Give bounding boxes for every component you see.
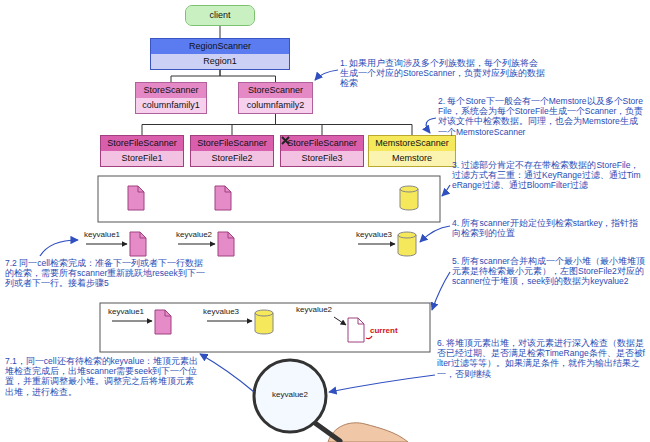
connector (171, 70, 220, 82)
connector (142, 114, 276, 135)
pointer-arrow (86, 244, 395, 245)
keyvalue-label: keyvalue1 (84, 230, 120, 240)
memstore-cylinder (400, 186, 418, 210)
box-heading: RegionScanner (151, 39, 289, 54)
illustration-part (138, 186, 144, 192)
illustration-part (334, 317, 346, 325)
keyvalue-label: keyvalue2 (296, 305, 332, 315)
storefile-scanner-box: StoreFileScannerStoreFile2 (190, 135, 274, 167)
filter-frame (98, 176, 440, 222)
illustration-part (329, 375, 435, 392)
step-note: 4. 所有scanner开始定位到检索startkey，指针指向检索到的位置 (452, 218, 642, 238)
illustration-part (228, 232, 234, 238)
current-mark (366, 336, 372, 339)
step-note: 5. 所有scanner合并构成一个最小堆（最小堆堆顶元素是待检索最小元素），左… (452, 256, 645, 287)
illustration-part (432, 272, 450, 310)
step-note: 1. 如果用户查询涉及多个列族数据，每个列族将会生成一个对应的StoreScan… (340, 58, 545, 89)
keyvalue-label: keyvalue2 (176, 230, 212, 240)
illustration-part (155, 310, 171, 334)
heap-frame (100, 303, 430, 352)
excluded-mark (282, 137, 289, 144)
illustration-part (128, 186, 144, 210)
box-heading: StoreFileScanner (191, 136, 273, 151)
file-icon (128, 186, 231, 210)
illustration-part (426, 118, 436, 133)
illustration-part (200, 354, 254, 392)
memstore-cylinder (398, 232, 416, 256)
keyvalue-label: keyvalue3 (356, 230, 392, 240)
storefile-scanner-box: StoreFileScannerStoreFile1 (100, 135, 184, 167)
client-box: client (185, 5, 255, 26)
memstore-cylinder (255, 310, 273, 334)
illustration-part (207, 321, 252, 322)
box-heading: client (186, 6, 254, 25)
box-band: Memstore (369, 151, 455, 166)
box-band: columnfamily2 (239, 98, 312, 113)
store-scanner-box: StoreScannercolumnfamily1 (135, 82, 207, 114)
box-heading: StoreFileScanner (281, 136, 363, 151)
current-label: current (370, 326, 398, 336)
illustration-part (218, 232, 234, 256)
step-note: 3. 过滤部分肯定不存在带检索数据的StoreFile，过滤方式有三重：通过Ke… (452, 160, 645, 191)
illustration-part (178, 244, 215, 245)
keyvalue-label: keyvalue2 (262, 390, 318, 400)
illustration-part (420, 226, 450, 242)
box-band: Region1 (151, 54, 289, 69)
illustration-part (315, 70, 338, 80)
box-band: StoreFile3 (281, 151, 363, 166)
illustration-part (86, 244, 127, 245)
step-note: 6. 将堆顶元素出堆，对该元素进行深入检查（数据是否已经过期、是否满足检索Tim… (437, 338, 645, 379)
box-band: columnfamily1 (136, 98, 206, 113)
connector (232, 114, 276, 135)
step-note: 7.2 同一cell检索完成：准备下一列或者下一行数据的检索，需要所有scann… (5, 258, 210, 289)
connector (220, 26, 221, 38)
keyvalue-label: keyvalue3 (203, 307, 239, 317)
store-scanner-box: StoreScannercolumnfamily2 (238, 82, 313, 114)
illustration-part (225, 186, 231, 192)
annotation-arrow (40, 70, 450, 392)
excluded-mark (281, 136, 290, 145)
box-heading: StoreFileScanner (101, 136, 183, 151)
illustration-part (358, 244, 395, 245)
file-icon (155, 310, 364, 342)
keyvalue-label: keyvalue1 (108, 307, 144, 317)
pointer-arrow (112, 317, 346, 325)
illustration-part (442, 185, 450, 196)
illustration-part (165, 310, 171, 316)
illustration-part (140, 232, 146, 238)
box-band: StoreFile1 (101, 151, 183, 166)
magnifier-handle (315, 423, 340, 441)
memstore-scanner-box: MemstoreScannerMemstore (368, 135, 456, 167)
magnifier-glass (254, 360, 326, 432)
illustration-part (40, 240, 78, 256)
illustration-part (215, 186, 231, 210)
box-heading: MemstoreScanner (369, 136, 455, 151)
region-scanner-box: RegionScannerRegion1 (150, 38, 290, 70)
box-band: StoreFile2 (191, 151, 273, 166)
connector (276, 114, 413, 135)
connector (220, 70, 276, 82)
step-note: 2. 每个Store下一般会有一个Memstore以及多个StoreFile，系… (438, 96, 645, 137)
box-heading: StoreScanner (136, 83, 206, 98)
box-heading: StoreScanner (239, 83, 312, 98)
storefile-scanner-box: StoreFileScannerStoreFile3 (280, 135, 364, 167)
illustration-part (348, 318, 364, 342)
illustration-part (358, 318, 364, 324)
step-note: 7.1，同一cell还有待检索的keyvalue：堆顶元素出堆检查完成后，出堆s… (5, 356, 200, 397)
illustration-part (130, 232, 146, 256)
illustration-part (112, 321, 152, 322)
